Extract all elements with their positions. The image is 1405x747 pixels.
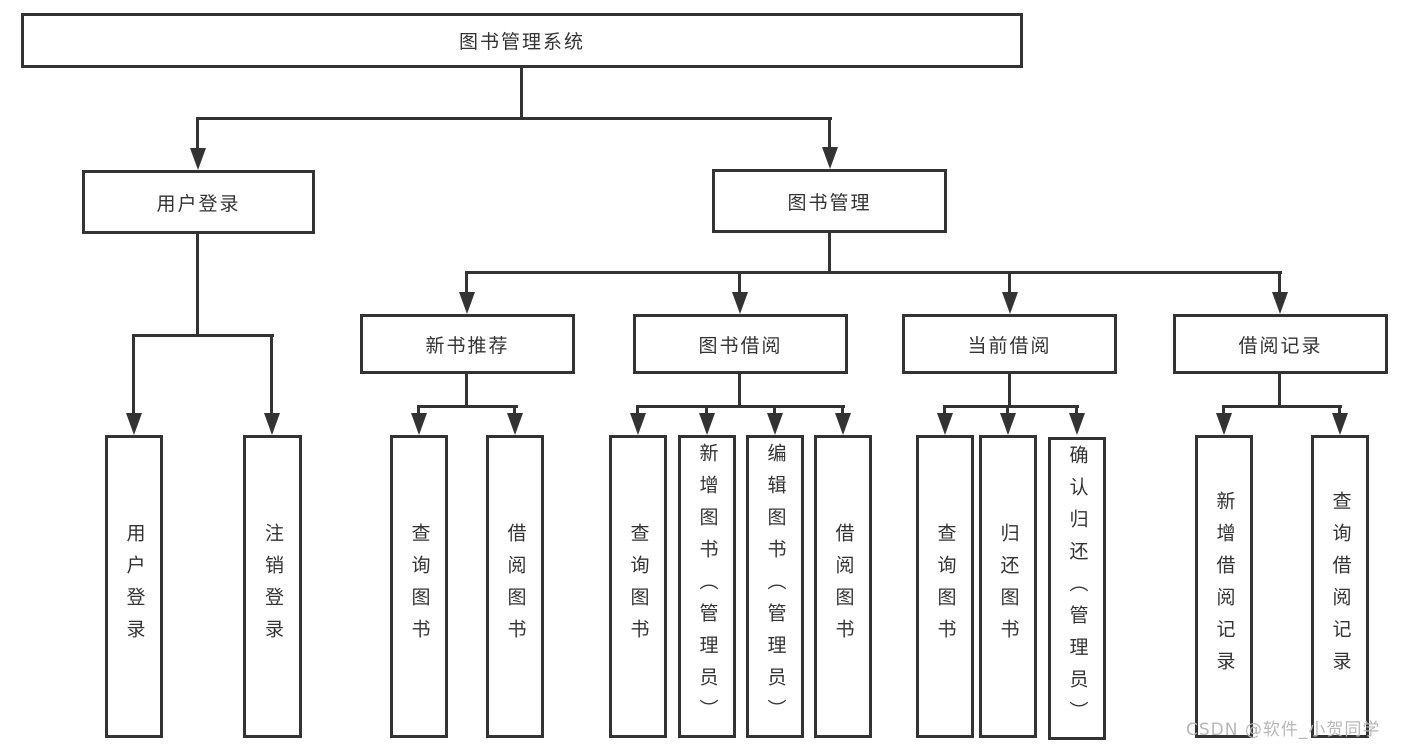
connector-arrow-new-book-rec	[458, 271, 475, 314]
node-new-book-rec-label: 新书推荐	[425, 334, 510, 357]
node-borrow-records: 借阅记录	[1173, 314, 1388, 374]
connector-root-rail	[196, 117, 832, 120]
connector-arrow-current-borrow	[1001, 271, 1018, 314]
connector-arrow-borrow-records	[1271, 271, 1288, 314]
leaf-borrow-add-books-label: 新增图书（管理员）	[696, 442, 719, 731]
leaf-borrow-borrow-books-label: 借阅图书	[832, 522, 855, 651]
leaf-logout: 注销登录	[243, 435, 302, 738]
leaf-newrec-borrow-books-label: 借阅图书	[504, 522, 527, 651]
connector-arrow-bb-edit	[766, 405, 783, 435]
connector-borrow-records-stem	[1278, 373, 1281, 407]
leaf-borrow-query-books-label: 查询图书	[627, 522, 650, 651]
connector-arrow-cb-return	[999, 405, 1016, 435]
leaf-logout-label: 注销登录	[262, 522, 284, 651]
leaf-user-login: 用户登录	[105, 435, 163, 738]
connector-borrow-records-rail	[1222, 405, 1342, 408]
connector-current-borrow-stem	[1008, 373, 1011, 407]
watermark: CSDN @软件_小贺同学	[1186, 715, 1380, 740]
leaf-newrec-borrow-books: 借阅图书	[486, 435, 544, 738]
node-book-mgmt-label: 图书管理	[787, 191, 872, 214]
node-borrow-records-label: 借阅记录	[1238, 334, 1323, 357]
connector-new-book-rec-rail	[417, 405, 518, 408]
connector-user-login-stem	[196, 233, 199, 335]
node-root-label: 图书管理系统	[458, 31, 585, 53]
leaf-records-query-record: 查询借阅记录	[1311, 435, 1369, 738]
connector-arrow-leaf-login	[125, 334, 142, 435]
leaf-user-login-label: 用户登录	[123, 522, 146, 651]
connector-arrow-nb-borrow	[506, 405, 523, 435]
connector-arrow-cb-query	[936, 405, 953, 435]
node-new-book-rec: 新书推荐	[360, 314, 575, 374]
connector-arrow-book-mgmt	[821, 117, 838, 169]
connector-new-book-rec-stem	[465, 373, 468, 407]
node-root: 图书管理系统	[21, 13, 1023, 68]
connector-arrow-bb-borrow	[834, 405, 851, 435]
leaf-current-query-books: 查询图书	[916, 435, 974, 738]
node-user-login-label: 用户登录	[156, 192, 241, 215]
connector-arrow-bb-add	[698, 405, 715, 435]
connector-current-borrow-rail	[943, 405, 1079, 408]
node-book-borrow: 图书借阅	[633, 314, 848, 374]
leaf-records-add-record: 新增借阅记录	[1195, 435, 1253, 738]
leaf-current-confirm-return: 确认归还（管理员）	[1048, 437, 1106, 740]
leaf-newrec-query-books: 查询图书	[390, 435, 448, 738]
leaf-borrow-query-books: 查询图书	[609, 435, 667, 738]
leaf-current-confirm-return-label: 确认归还（管理员）	[1066, 444, 1089, 733]
leaf-borrow-edit-books-label: 编辑图书（管理员）	[764, 442, 787, 731]
node-book-mgmt: 图书管理	[712, 169, 947, 233]
leaf-current-query-books-label: 查询图书	[934, 522, 957, 651]
connector-book-borrow-rail	[636, 405, 845, 408]
watermark-text: CSDN @软件_小贺同学	[1186, 720, 1381, 740]
node-current-borrow: 当前借阅	[902, 314, 1117, 374]
leaf-records-query-record-label: 查询借阅记录	[1329, 490, 1352, 683]
connector-arrow-br-add	[1215, 405, 1232, 435]
connector-arrow-user-login	[189, 117, 206, 170]
connector-arrow-leaf-logout	[263, 334, 280, 435]
leaf-borrow-borrow-books: 借阅图书	[814, 435, 872, 738]
connector-user-login-rail	[132, 334, 274, 337]
connector-book-mgmt-stem	[828, 232, 831, 272]
leaf-records-add-record-label: 新增借阅记录	[1213, 490, 1236, 683]
connector-arrow-cb-confirm	[1068, 405, 1085, 435]
connector-book-borrow-stem	[738, 373, 741, 407]
node-book-borrow-label: 图书借阅	[698, 334, 783, 357]
leaf-newrec-query-books-label: 查询图书	[408, 522, 431, 651]
node-current-borrow-label: 当前借阅	[967, 334, 1052, 357]
connector-arrow-nb-query	[410, 405, 427, 435]
leaf-borrow-edit-books: 编辑图书（管理员）	[746, 435, 804, 738]
connector-arrow-br-query	[1331, 405, 1348, 435]
connector-arrow-bb-query	[629, 405, 646, 435]
leaf-current-return-books-label: 归还图书	[997, 522, 1020, 651]
connector-arrow-book-borrow	[731, 271, 748, 314]
leaf-current-return-books: 归还图书	[979, 435, 1037, 738]
leaf-borrow-add-books: 新增图书（管理员）	[678, 435, 736, 738]
node-user-login: 用户登录	[82, 170, 315, 234]
connector-book-mgmt-rail	[465, 271, 1282, 274]
connector-root-stem	[520, 68, 523, 118]
